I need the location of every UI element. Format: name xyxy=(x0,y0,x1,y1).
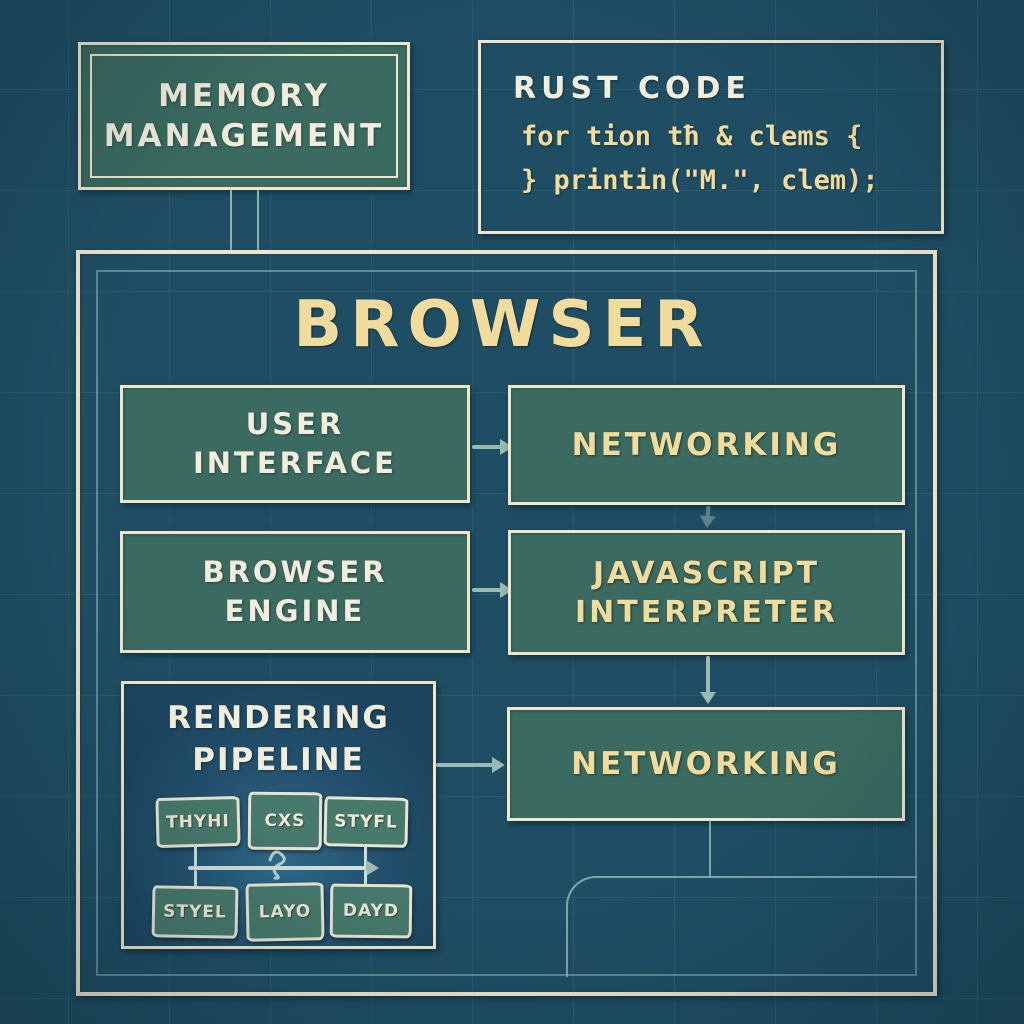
pipeline-connector-left-top xyxy=(194,844,197,868)
browser-engine-box: BROWSER ENGINE xyxy=(120,531,470,653)
networking-bottom-label: NETWORKING xyxy=(571,746,841,782)
pipeline-sub-label-thyhi: THYHI xyxy=(165,811,231,833)
pipeline-connector-right-top xyxy=(364,846,367,868)
bottom-rounded-connector xyxy=(566,876,917,977)
user-interface-label-line1: USER xyxy=(245,406,345,441)
browser-engine-label-line2: ENGINE xyxy=(224,594,366,628)
rendering-pipeline-box: RENDERING PIPELINE THYHI CXS STYFL STYEL… xyxy=(121,681,436,949)
user-interface-box: USER INTERFACE xyxy=(120,385,470,503)
pipeline-sub-label-dayd: DAYD xyxy=(342,900,400,922)
networking-top-box: NETWORKING xyxy=(508,385,905,505)
rendering-pipeline-label-line2: PIPELINE xyxy=(192,741,365,778)
memory-management-box: MEMORY MANAGEMENT xyxy=(78,42,410,190)
pipeline-sub-box-styel: STYEL xyxy=(151,885,239,939)
arrow-engine-to-js xyxy=(472,582,513,598)
arrow-pipeline-to-networking-bottom xyxy=(436,757,505,773)
pipeline-connector-left-bottom xyxy=(194,870,197,888)
user-interface-label-line2: INTERFACE xyxy=(192,446,397,480)
networking-top-label: NETWORKING xyxy=(571,427,842,463)
browser-engine-label-line1: BROWSER xyxy=(202,554,388,589)
arrow-js-to-networking-bottom xyxy=(700,656,716,704)
rendering-pipeline-label-line1: RENDERING xyxy=(167,700,390,736)
browser-title: BROWSER xyxy=(293,288,712,362)
rust-code-line1: for tion tħ & clems { xyxy=(521,121,863,152)
rust-code-box: RUST CODE for tion tħ & clems { } printi… xyxy=(478,40,944,234)
pipeline-sub-box-cxs: CXS xyxy=(247,791,323,851)
memory-management-label-line1: MEMORY xyxy=(158,77,330,114)
arrow-networking-to-js xyxy=(705,505,711,519)
pipeline-sub-label-styfl: STYFL xyxy=(333,811,398,833)
memory-management-label-line2: MANAGEMENT xyxy=(103,118,385,154)
pipeline-sub-label-styel: STYEL xyxy=(163,901,227,923)
js-interpreter-box: JAVASCRIPT INTERPRETER xyxy=(508,530,905,655)
memory-connector-line-right xyxy=(257,190,259,252)
js-interpreter-label-line1: JAVASCRIPT xyxy=(592,555,821,591)
rust-code-line2: } printin("M.", clem); xyxy=(521,165,879,196)
pipeline-sub-box-layo: LAYO xyxy=(245,882,325,942)
networking-bottom-box: NETWORKING xyxy=(507,707,905,821)
memory-connector-line-left xyxy=(230,190,232,252)
pipeline-connector-horizontal xyxy=(188,860,379,876)
pipeline-sub-box-styfl: STYFL xyxy=(323,796,409,848)
rust-code-title: RUST CODE xyxy=(513,71,751,106)
pipeline-sub-label-cxs: CXS xyxy=(264,810,306,832)
pipeline-sub-label-layo: LAYO xyxy=(258,901,312,923)
pipeline-connector-right-bottom xyxy=(364,870,367,886)
js-interpreter-label-line2: INTERPRETER xyxy=(575,594,838,630)
arrow-ui-to-networking xyxy=(472,439,513,455)
pipeline-sub-box-thyhi: THYHI xyxy=(155,795,241,849)
scribble-mark xyxy=(268,850,286,880)
networking-bottom-down-line xyxy=(709,821,711,878)
pipeline-sub-box-dayd: DAYD xyxy=(329,883,413,939)
